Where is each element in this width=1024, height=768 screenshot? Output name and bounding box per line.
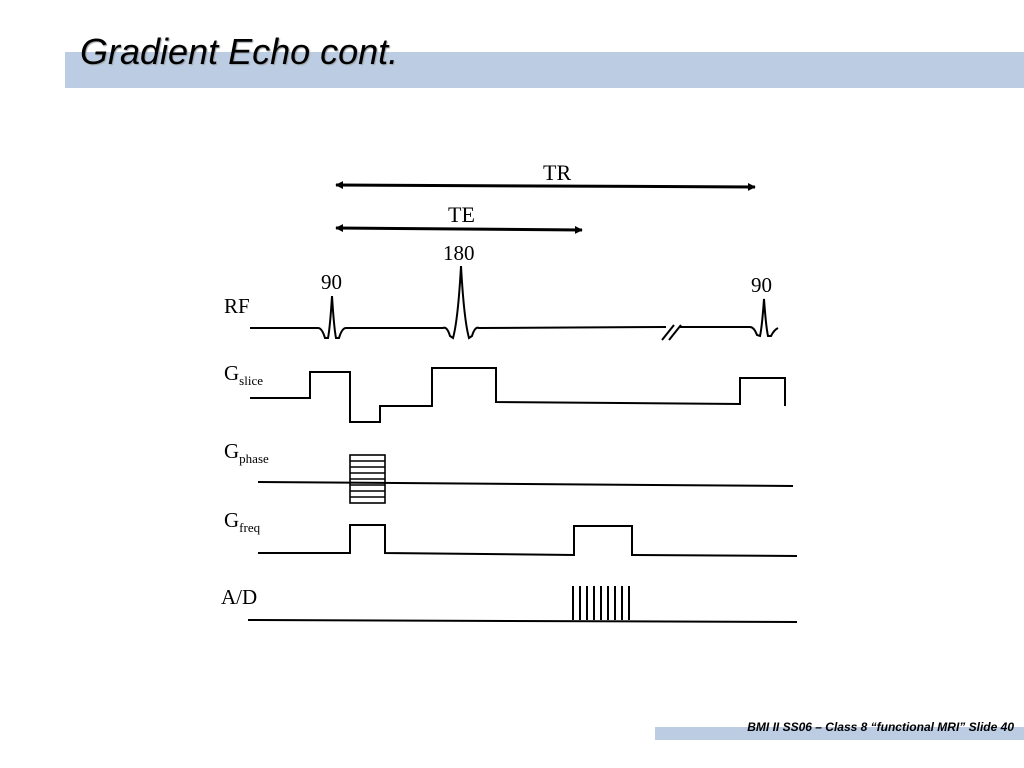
- pulse-180-label: 180: [443, 241, 475, 265]
- slide-footer: BMI II SS06 – Class 8 “functional MRI” S…: [747, 720, 1014, 734]
- gslice-trace: [250, 367, 786, 423]
- pulse-90-label-first: 90: [321, 270, 342, 294]
- te-arrow: [335, 224, 583, 234]
- rf-label: RF: [224, 294, 250, 318]
- gfreq-label: Gfreq: [224, 508, 261, 535]
- ad-label: A/D: [221, 585, 257, 609]
- phase-encode-table: [349, 454, 386, 504]
- ad-baseline: [247, 619, 798, 623]
- time-break-mark-a: [661, 324, 675, 341]
- gphase-label: Gphase: [224, 439, 269, 466]
- gslice-label: Gslice: [224, 361, 263, 388]
- tr-label: TR: [543, 160, 571, 185]
- adc-samples: [572, 586, 630, 620]
- gphase-baseline: [257, 481, 794, 487]
- rf-trace-tail: [680, 298, 779, 338]
- tr-arrow: [335, 181, 756, 191]
- title-band: [65, 52, 1024, 88]
- footer-band: [655, 727, 1024, 740]
- rf-trace: [250, 265, 667, 340]
- gfreq-trace: [258, 524, 798, 557]
- pulse-90-label-second: 90: [751, 273, 772, 297]
- time-break-mark-b: [668, 324, 682, 341]
- slide-title: Gradient Echo cont.: [80, 31, 399, 72]
- te-label: TE: [448, 202, 475, 227]
